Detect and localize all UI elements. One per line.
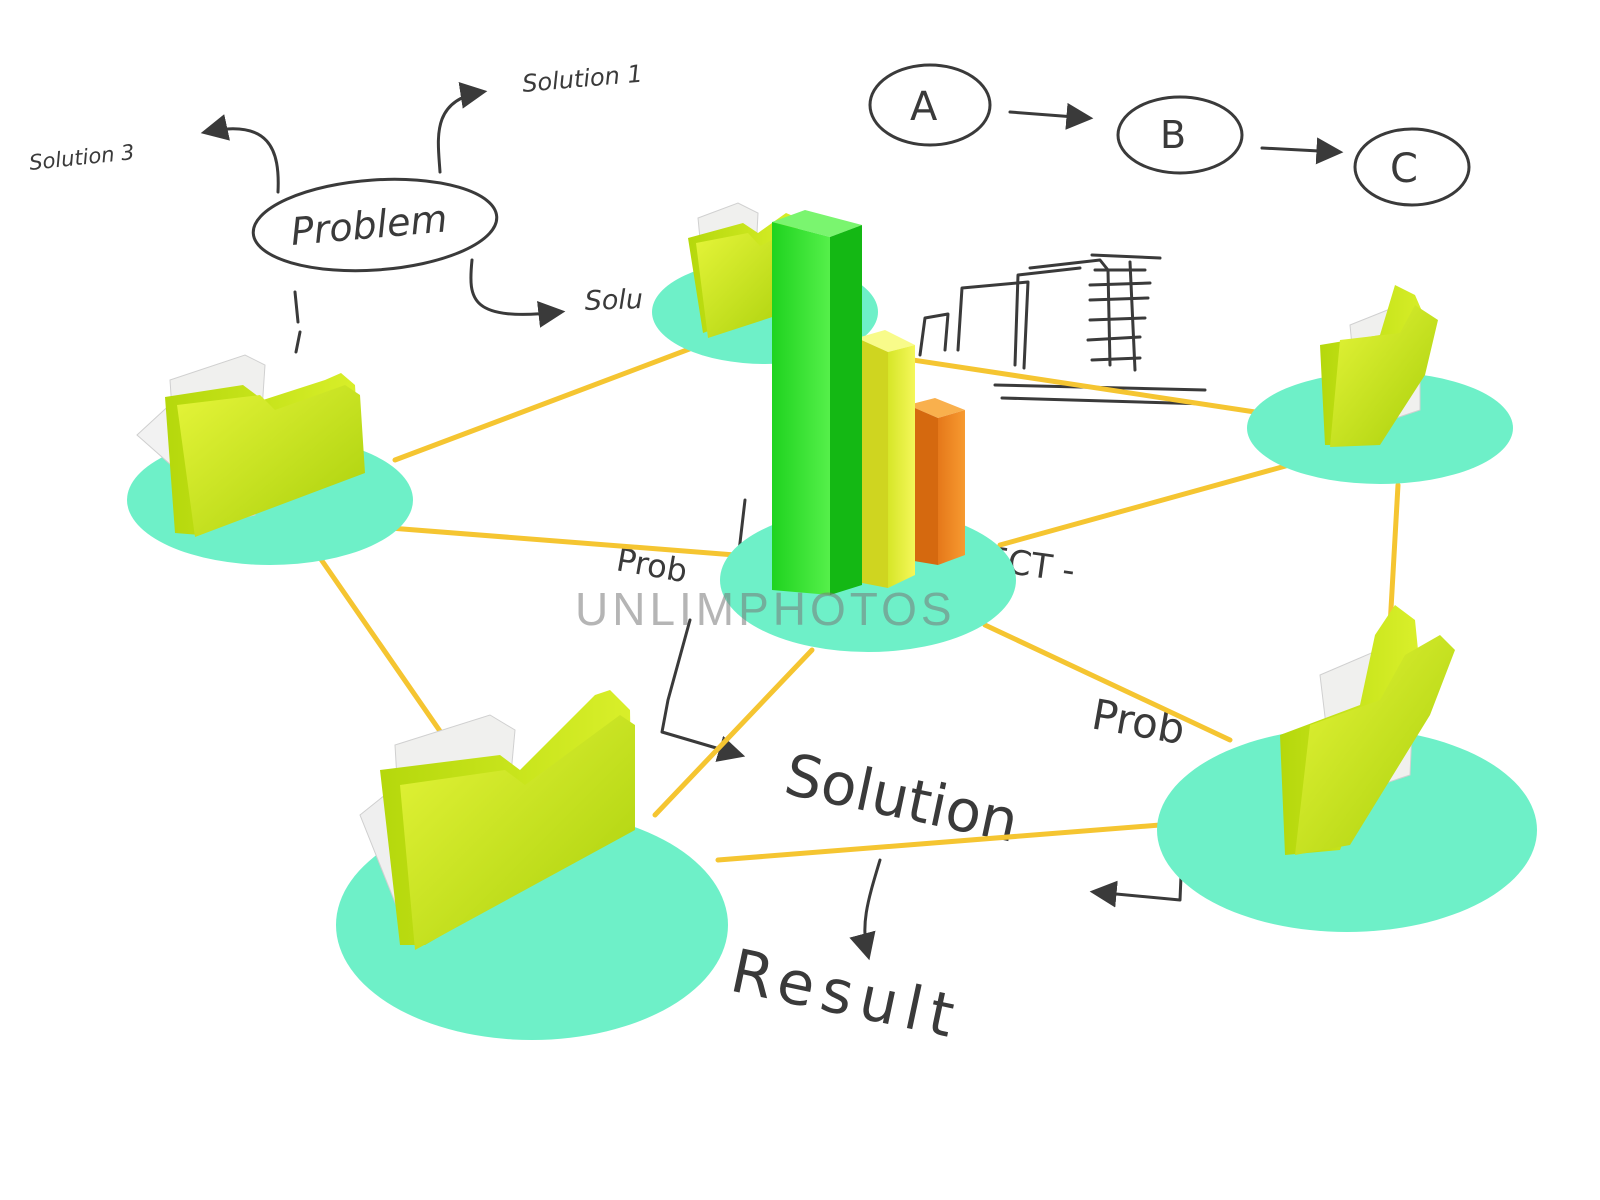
arrow-to-solution — [660, 618, 746, 762]
arrow-a-to-b — [1008, 102, 1094, 130]
connector-left-bottomleft — [315, 552, 463, 763]
connector-left-topcenter — [392, 342, 703, 463]
folder-icon — [359, 690, 635, 950]
bar-yellow — [857, 330, 915, 588]
arrow-to-solution-3 — [200, 114, 280, 194]
problem-bubble-label: Problem — [289, 196, 449, 254]
arrow-to-solution-2 — [469, 258, 566, 328]
network-connectors — [315, 342, 1401, 863]
arrow-b-to-c — [1260, 137, 1344, 165]
folder-icon — [1320, 285, 1438, 447]
folder-icon — [136, 354, 365, 537]
bar-green — [772, 210, 862, 595]
arrow-to-result — [849, 858, 882, 961]
problem-connector-line — [293, 290, 302, 354]
solution-1-label: Solution 1 — [521, 60, 644, 98]
watermark-text: UNLIMPHOTOS — [575, 583, 956, 635]
connector-topcenter-right — [877, 352, 1258, 415]
problem-bubble — [251, 177, 499, 273]
connector-center-bottomright — [982, 622, 1233, 743]
node-b-label: B — [1160, 113, 1186, 157]
bar-chart-icon — [772, 210, 965, 595]
connector-left-center — [387, 525, 738, 558]
solution-3-label: Solution 3 — [28, 140, 136, 175]
node-a-circle — [868, 63, 992, 147]
node-b-circle — [1116, 95, 1244, 175]
connector-bottomleft-bottomright — [715, 820, 1188, 863]
node-a-label: A — [910, 84, 938, 130]
connector-center-right — [997, 459, 1303, 548]
bar-orange — [908, 398, 965, 565]
solution-partial-label: Solu — [584, 284, 643, 317]
node-c-circle — [1353, 127, 1471, 207]
arrow-to-solution-1 — [436, 81, 488, 174]
folder-icon — [1280, 605, 1455, 855]
connector-center-bottomleft — [652, 647, 815, 818]
result-label: Result — [725, 936, 968, 1053]
node-c-label: C — [1390, 146, 1418, 192]
